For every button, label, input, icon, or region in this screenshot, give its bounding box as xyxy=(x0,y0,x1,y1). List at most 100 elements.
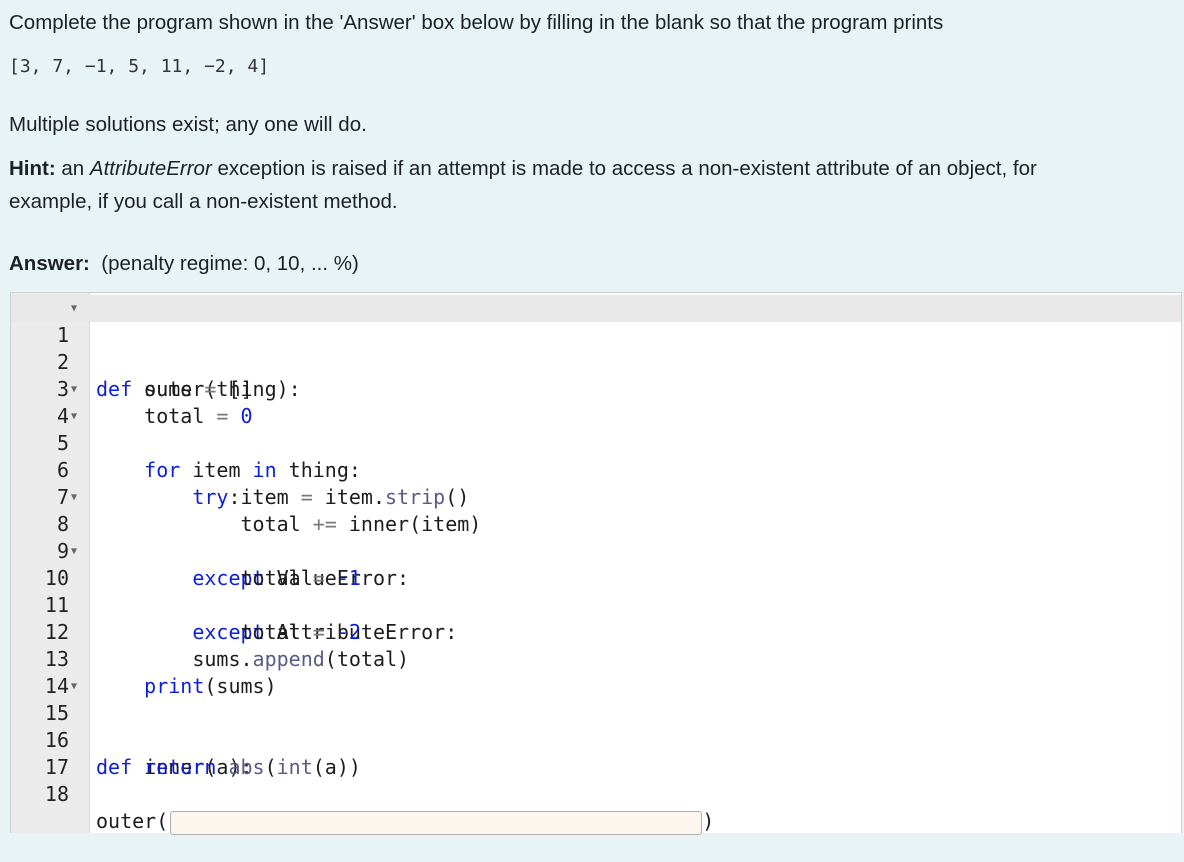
code-token: append xyxy=(252,647,325,671)
code-token: = xyxy=(216,404,229,428)
code-token: return xyxy=(96,755,217,779)
code-token: (sums) xyxy=(204,674,277,698)
hint-line-2: example, if you call a non-existent meth… xyxy=(9,190,398,213)
code-editor[interactable]: 1 ▼ def outer(thing): 2 sums = [] 3 tota… xyxy=(10,292,1182,835)
answer-label: Answer: xyxy=(9,252,90,275)
code-token: total xyxy=(96,512,313,536)
code-line-17: 17 xyxy=(11,727,1181,779)
hint-post: exception is raised if an attempt is mad… xyxy=(211,157,1037,180)
code-token: () xyxy=(445,485,470,509)
code-token: except xyxy=(96,620,265,644)
line-number: 13 xyxy=(44,647,69,671)
code-token: (a)) xyxy=(312,755,361,779)
line-number: 11 xyxy=(44,593,69,617)
line-number: 7 xyxy=(56,485,69,509)
line-number: 8 xyxy=(56,512,69,536)
code-token: item. xyxy=(312,485,385,509)
code-token: int xyxy=(276,755,313,779)
code-line-4: 4 ▼ for item in thing: xyxy=(11,376,1181,482)
code-token: ( xyxy=(264,755,277,779)
code-token: (total) xyxy=(324,647,410,671)
line-number: 9 xyxy=(56,539,69,563)
line-number: 15 xyxy=(44,701,69,725)
line-number: 14 xyxy=(44,674,69,698)
code-token: = xyxy=(312,566,325,590)
expected-output: [3, 7, −1, 5, 11, −2, 4] xyxy=(9,56,270,77)
code-token: = xyxy=(312,620,325,644)
code-line-11: 11 total = -2 xyxy=(11,565,1181,644)
code-token: ) xyxy=(702,809,715,833)
code-line-12: 12 sums.append(total) xyxy=(11,592,1181,671)
code-line-5: 5 ▼ try: xyxy=(11,403,1181,509)
line-number: 17 xyxy=(44,755,69,779)
code-token: strip xyxy=(385,485,446,509)
code-line-13: 13 print(sums) xyxy=(11,619,1181,698)
code-token: try xyxy=(96,485,229,509)
code-line-2: 2 sums = [] xyxy=(11,322,1181,401)
penalty-regime: (penalty regime: 0, 10, ... %) xyxy=(101,252,359,275)
code-line-14: 14 xyxy=(11,646,1181,698)
code-line-7: 7 total += inner(item) xyxy=(11,457,1181,536)
fold-arrow-icon[interactable]: ▼ xyxy=(71,492,78,503)
code-token: abs xyxy=(216,755,265,779)
line-number: 5 xyxy=(56,431,69,455)
code-line-3: 3 total = 0 xyxy=(11,349,1181,428)
code-token: except xyxy=(96,566,265,590)
fold-arrow-icon[interactable]: ▼ xyxy=(71,546,78,557)
code-line-16: 16 return abs(int(a)) xyxy=(11,700,1181,779)
code-token: = xyxy=(204,377,217,401)
code-token: inner(item) xyxy=(336,512,482,536)
code-token: sums xyxy=(96,377,205,401)
code-token: inner(a): xyxy=(132,755,253,779)
code-token: def xyxy=(96,377,133,401)
code-token: AttributeError: xyxy=(264,620,458,644)
code-token: += xyxy=(312,512,337,536)
code-token: ValueError: xyxy=(264,566,410,590)
line-number: 6 xyxy=(56,458,69,482)
code-token: item xyxy=(180,458,253,482)
hint-label: Hint: xyxy=(9,157,56,180)
line-gutter xyxy=(11,293,90,833)
hint-pre: an xyxy=(55,157,90,180)
code-token: item xyxy=(96,485,301,509)
code-token: [] xyxy=(216,377,253,401)
active-line-highlight xyxy=(11,295,1181,322)
fold-arrow-icon[interactable]: ▼ xyxy=(71,411,78,422)
hint-em: AttributeError xyxy=(89,157,212,180)
code-token: total xyxy=(96,620,313,644)
code-line-15: 15 ▼ def inner(a): xyxy=(11,673,1181,779)
code-token: -1 xyxy=(324,566,361,590)
line-number: 12 xyxy=(44,620,69,644)
fold-arrow-icon[interactable]: ▼ xyxy=(71,384,78,395)
code-line-18: 18 outer() xyxy=(11,754,1181,835)
code-token: 0 xyxy=(228,404,253,428)
code-token: outer(thing): xyxy=(132,377,301,401)
question-line-1: Complete the program shown in the 'Answe… xyxy=(9,11,944,34)
line-number: 10 xyxy=(44,566,69,590)
code-line-8: 8 ▼ except ValueError: xyxy=(11,484,1181,590)
code-token: = xyxy=(300,485,313,509)
question-line-2: Multiple solutions exist; any one will d… xyxy=(9,113,367,136)
fold-arrow-icon[interactable]: ▼ xyxy=(71,303,78,314)
line-number: 1 xyxy=(56,323,69,347)
code-line-1: 1 ▼ def outer(thing): xyxy=(11,295,1181,401)
answer-header: Answer: (penalty regime: 0, 10, ... %) xyxy=(9,252,359,276)
answer-blank-input[interactable] xyxy=(170,810,703,835)
code-token: total xyxy=(96,404,217,428)
code-token: print xyxy=(96,674,205,698)
code-token: -2 xyxy=(324,620,361,644)
code-line-10: 10 ▼ except AttributeError: xyxy=(11,538,1181,644)
code-line-6: 6 item = item.strip() xyxy=(11,430,1181,509)
code-token: : xyxy=(228,485,241,509)
line-number: 3 xyxy=(56,377,69,401)
fold-arrow-icon[interactable]: ▼ xyxy=(71,681,78,692)
hint-line-1: Hint: an AttributeError exception is rai… xyxy=(9,157,1037,181)
line-number: 4 xyxy=(56,404,69,428)
code-token: sums. xyxy=(96,647,253,671)
code-token: for xyxy=(96,458,181,482)
code-token: def xyxy=(96,755,133,779)
code-token: total xyxy=(96,566,313,590)
line-number: 16 xyxy=(44,728,69,752)
line-number: 18 xyxy=(44,782,69,806)
code-token: outer( xyxy=(96,809,169,833)
